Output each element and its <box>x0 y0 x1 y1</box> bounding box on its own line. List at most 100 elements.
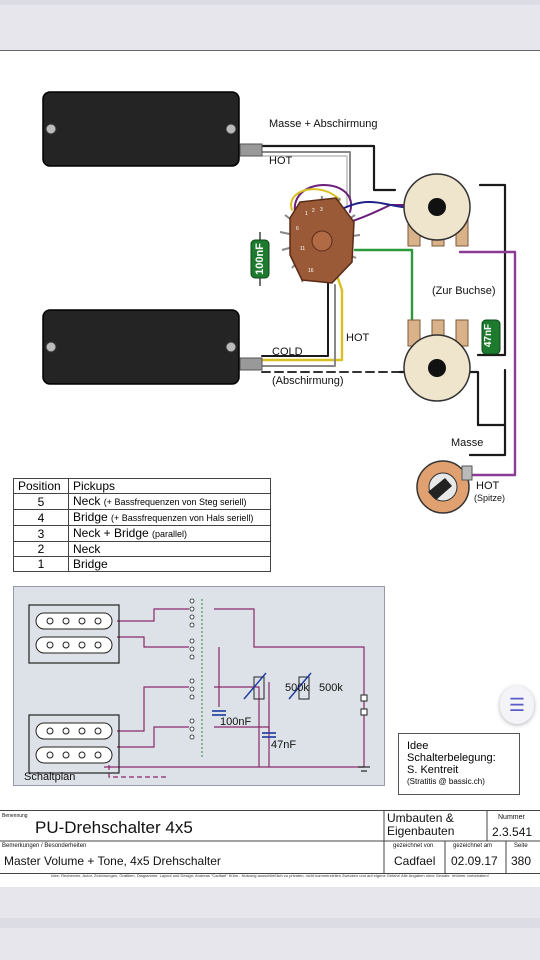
svg-text:3: 3 <box>320 207 323 213</box>
wire-bridge-shield <box>261 284 336 367</box>
idea-line-2: Schalterbelegung: <box>407 752 496 764</box>
gezeichnet-von-label: gezeichnet von <box>393 843 434 849</box>
row-pickup: Bridge <box>73 510 108 524</box>
svg-text:11: 11 <box>300 246 305 252</box>
table-row: 5 Neck (+ Bassfrequenzen von Steg seriel… <box>13 493 271 510</box>
drawing-category: Umbauten & Eigenbauten <box>387 811 455 838</box>
position-table-header: Position Pickups <box>13 478 271 494</box>
wire-yellow-1 <box>290 188 341 211</box>
bridge-pickup <box>42 309 263 385</box>
row-position: 3 <box>13 525 69 542</box>
wire-neck-shield <box>261 151 351 201</box>
table-row: 3 Neck + Bridge (parallel) <box>13 525 271 542</box>
tone-pot <box>403 319 471 402</box>
nummer-label: Nummer <box>498 814 525 821</box>
row-pickup: Bridge <box>73 557 108 571</box>
label-cap-100nf: 100nF <box>253 243 266 275</box>
label-hot-mid: HOT <box>346 332 370 344</box>
row-note: (+ Bassfrequenzen von Hals seriell) <box>111 513 254 523</box>
bottom-strip <box>0 918 540 928</box>
label-cap-47nf: 47nF <box>483 323 495 348</box>
row-pickup: Neck <box>73 494 101 508</box>
top-strip <box>0 0 540 5</box>
drawing-subtitle: Master Volume + Tone, 4x5 Drehschalter <box>4 854 221 868</box>
label-spitze: (Spitze) <box>474 493 506 503</box>
wire-neck-ground <box>260 144 397 192</box>
schematic-pot-2 <box>288 672 312 700</box>
author: Cadfael <box>394 854 436 868</box>
menu-button[interactable]: ☰ <box>500 686 534 724</box>
row-position: 4 <box>13 509 69 526</box>
title-block-grid <box>0 811 540 873</box>
svg-text:6: 6 <box>296 226 299 232</box>
row-note: (+ Bassfrequenzen von Steg seriell) <box>103 497 247 507</box>
table-row: 1 Bridge <box>13 556 271 572</box>
schematic-output-jack <box>360 694 368 716</box>
neck-pickup <box>42 91 263 167</box>
row-position: 2 <box>13 541 69 557</box>
schematic-drawing <box>28 598 370 778</box>
schematic-label-cap1: 100nF <box>220 716 252 728</box>
header-pickups: Pickups <box>68 478 271 494</box>
position-table: Position Pickups 5 Neck (+ Bassfrequenze… <box>13 478 271 572</box>
gezeichnet-am-label: gezeichnet am <box>453 843 493 849</box>
seite-label: Seite <box>514 843 528 849</box>
schematic-title: Schaltplan <box>24 771 76 783</box>
schematic-bridge-humbucker <box>28 714 120 774</box>
wire-purple-hot <box>458 250 517 477</box>
wire-green <box>353 248 414 322</box>
drawing-number: 2.3.541 <box>492 825 533 839</box>
bemerkungen-label: Bemerkungen / Besonderheiten <box>2 843 87 849</box>
wire-pot-ground <box>476 183 507 357</box>
wire-neck-shield-2 <box>261 155 348 206</box>
row-position: 5 <box>13 493 69 510</box>
schematic-label-pot1: 500k <box>285 682 309 694</box>
label-masse: Masse <box>451 437 484 449</box>
table-row: 4 Bridge (+ Bassfrequenzen von Hals seri… <box>13 509 271 526</box>
schematic-label-pot2: 500k <box>319 682 343 694</box>
label-zur-buchse: (Zur Buchse) <box>432 285 496 297</box>
wire-blue <box>339 201 411 211</box>
volume-pot <box>403 173 471 247</box>
schematic-neck-humbucker <box>28 604 120 664</box>
idea-box: Idee Schalterbelegung: S. Kentreit (Stra… <box>398 733 520 795</box>
row-note: (parallel) <box>152 529 188 539</box>
fine-print: Idee, Recherche, Autor, Zeichnungen, Gra… <box>51 873 489 878</box>
output-jack <box>416 460 473 514</box>
drawing-date: 02.09.17 <box>451 854 498 868</box>
svg-text:2: 2 <box>312 208 315 214</box>
drawing-title: PU-Drehschalter 4x5 <box>35 818 193 837</box>
row-pickup: Neck <box>73 542 101 556</box>
schematic-switch-contacts <box>189 598 195 740</box>
idea-line-3: S. Kentreit <box>407 764 459 776</box>
label-hot-jack: HOT <box>476 480 500 492</box>
svg-text:1: 1 <box>305 211 308 217</box>
hamburger-menu-icon: ☰ <box>508 695 526 715</box>
row-pickup: Neck + Bridge <box>73 526 149 540</box>
benennung-label: Benennung <box>2 813 28 819</box>
wire-bridge-cold <box>261 277 329 357</box>
label-abschirmung: (Abschirmung) <box>272 375 344 387</box>
idea-line-4: (Stratitis @ bassic.ch) <box>407 777 485 786</box>
wire-yellow-hot <box>260 268 344 362</box>
label-cold: COLD <box>272 346 303 358</box>
capacitor-100nf <box>250 232 270 286</box>
svg-text:16: 16 <box>308 268 314 274</box>
schematic-cap-1 <box>212 710 226 716</box>
row-position: 1 <box>13 556 69 572</box>
label-hot-top: HOT <box>269 155 293 167</box>
idea-line-1: Idee <box>407 740 429 752</box>
schematic-pot-1 <box>243 672 267 700</box>
title-block: Benennung PU-Drehschalter 4x5 Umbauten &… <box>0 810 540 874</box>
schematic-cap-2 <box>262 732 276 738</box>
schematic-ground <box>358 766 370 772</box>
capacitor-47nf <box>481 319 501 355</box>
header-position: Position <box>13 478 69 494</box>
page-number: 380 <box>511 854 532 868</box>
schematic-panel: 500k 500k 100nF 47nF Schaltplan <box>13 586 385 786</box>
schematic-label-cap2: 47nF <box>271 739 297 751</box>
label-masse-abschirmung: Masse + Abschirmung <box>269 118 378 130</box>
table-row: 2 Neck <box>13 541 271 557</box>
